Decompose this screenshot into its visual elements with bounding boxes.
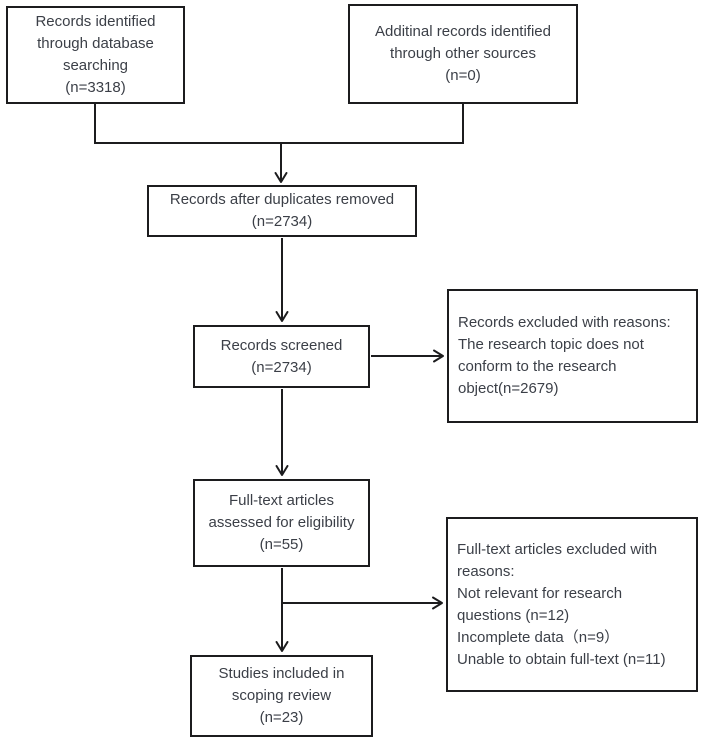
box-studies-included-text: Studies included in scoping review (n=23…	[218, 665, 345, 726]
box-records-identified-database-text: Records identified through database sear…	[35, 13, 156, 96]
box-records-screened: Records screened (n=2734)	[193, 325, 370, 388]
box-fulltext-excluded: Full-text articles excluded with reasons…	[446, 517, 698, 692]
box-records-screened-text: Records screened (n=2734)	[220, 336, 343, 376]
box-records-excluded-text: Records excluded with reasons: The resea…	[458, 314, 671, 397]
box-records-after-duplicates-removed-text: Records after duplicates removed (n=2734…	[169, 191, 395, 230]
box-fulltext-assessed-text: Full-text articles assessed for eligibil…	[208, 492, 355, 553]
box-records-after-duplicates-removed: Records after duplicates removed (n=2734…	[147, 185, 417, 237]
box-additional-records-other-sources-text: Additinal records identified through oth…	[375, 23, 551, 84]
box-records-identified-database: Records identified through database sear…	[6, 6, 185, 104]
box-fulltext-assessed: Full-text articles assessed for eligibil…	[193, 479, 370, 567]
box-records-excluded: Records excluded with reasons: The resea…	[447, 289, 698, 423]
box-fulltext-excluded-text: Full-text articles excluded with reasons…	[457, 540, 666, 668]
box-additional-records-other-sources: Additinal records identified through oth…	[348, 4, 578, 104]
box-studies-included: Studies included in scoping review (n=23…	[190, 655, 373, 737]
